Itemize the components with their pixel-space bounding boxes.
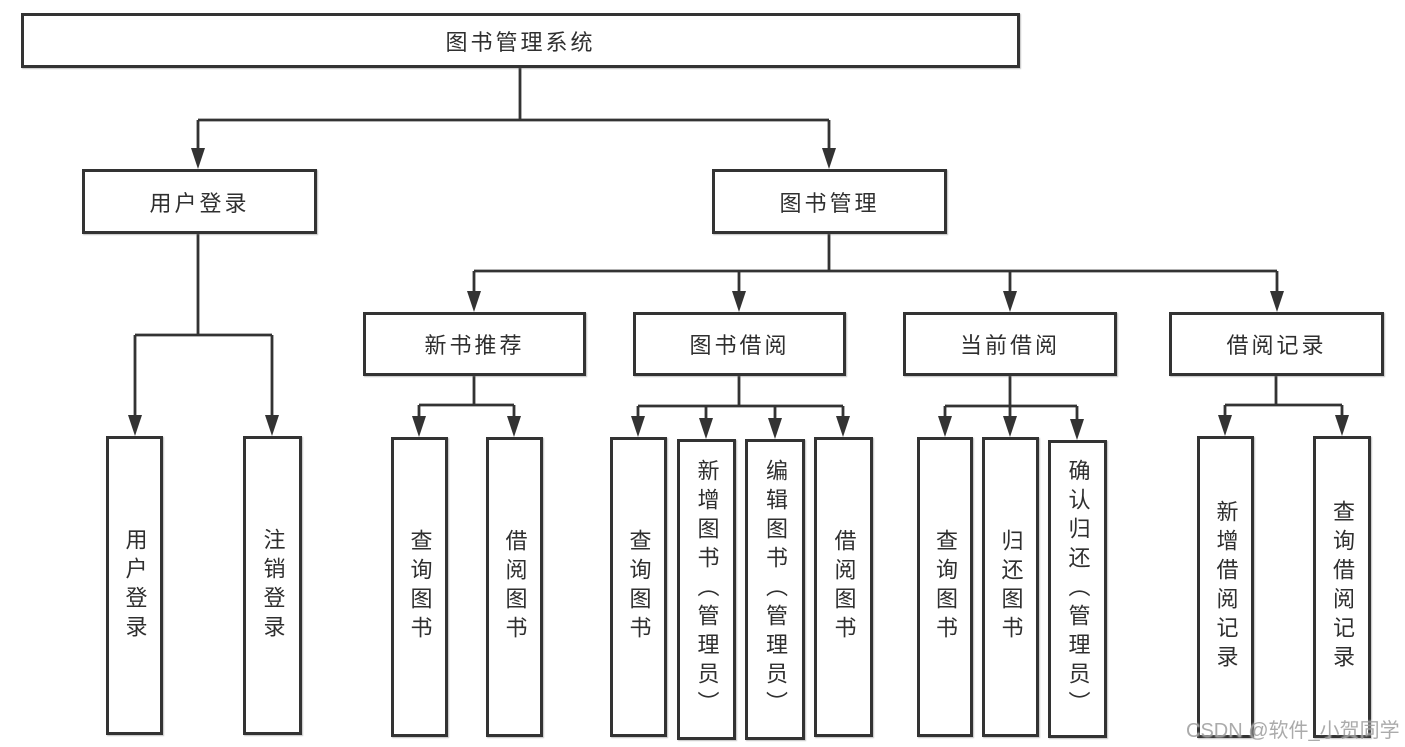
- connector-root: [196, 68, 831, 150]
- node-borrow-records: 借阅记录: [1169, 312, 1384, 376]
- leaf-user-login-label: 用户登录: [122, 527, 148, 644]
- node-book-borrow-label: 图书借阅: [689, 333, 790, 358]
- leaf-logout: 注销登录: [243, 436, 302, 735]
- leaf-edit-books-admin: 编辑图书（管理员）: [745, 439, 805, 740]
- leaf-edit-books-admin-label: 编辑图书（管理员）: [763, 459, 788, 720]
- connector-group-records: [1223, 376, 1344, 417]
- leaf-add-books-admin: 新增图书（管理员）: [677, 439, 736, 740]
- leaf-user-login: 用户登录: [106, 436, 163, 735]
- connector-group-borrow: [636, 376, 845, 420]
- leaf-query-books-g2-label: 查询图书: [626, 529, 652, 645]
- leaf-add-books-admin-label: 新增图书（管理员）: [694, 459, 720, 720]
- leaf-query-books-g1: 查询图书: [391, 437, 448, 737]
- leaf-query-borrow-record: 查询借阅记录: [1313, 436, 1371, 738]
- node-book-mgmt: 图书管理: [712, 169, 947, 234]
- node-new-book-rec-label: 新书推荐: [424, 333, 525, 358]
- connector-group-newbook: [417, 376, 516, 418]
- leaf-confirm-return-admin: 确认归还（管理员）: [1048, 440, 1107, 738]
- node-borrow-records-label: 借阅记录: [1226, 333, 1327, 358]
- node-book-borrow: 图书借阅: [633, 312, 846, 376]
- leaf-query-books-g2: 查询图书: [610, 437, 667, 737]
- leaf-query-books-g3-label: 查询图书: [933, 529, 958, 645]
- leaf-return-books: 归还图书: [982, 437, 1039, 737]
- leaf-query-books-g1-label: 查询图书: [407, 529, 433, 645]
- node-current-borrow: 当前借阅: [903, 312, 1117, 376]
- leaf-add-borrow-record: 新增借阅记录: [1197, 436, 1254, 738]
- node-new-book-rec: 新书推荐: [363, 312, 586, 376]
- node-root: 图书管理系统: [21, 13, 1020, 68]
- leaf-query-books-g3: 查询图书: [917, 437, 973, 737]
- leaf-return-books-label: 归还图书: [998, 529, 1024, 645]
- leaf-borrow-books-g1: 借阅图书: [486, 437, 543, 737]
- leaf-borrow-books-g1-label: 借阅图书: [502, 529, 528, 645]
- connector-group-current: [943, 376, 1079, 421]
- node-current-borrow-label: 当前借阅: [959, 333, 1060, 358]
- leaf-confirm-return-admin-label: 确认归还（管理员）: [1065, 458, 1091, 720]
- leaf-query-borrow-record-label: 查询借阅记录: [1330, 500, 1355, 674]
- connector-book-mgmt: [472, 234, 1279, 293]
- node-book-mgmt-label: 图书管理: [779, 190, 880, 216]
- node-root-label: 图书管理系统: [445, 29, 596, 55]
- csdn-watermark: CSDN @软件_小贺同学: [1186, 720, 1400, 742]
- leaf-borrow-books-g2-label: 借阅图书: [831, 529, 857, 645]
- leaf-logout-label: 注销登录: [260, 527, 286, 644]
- arrowheads: [128, 148, 1349, 440]
- leaf-add-borrow-record-label: 新增借阅记录: [1213, 500, 1239, 674]
- connector-user-login: [133, 234, 274, 418]
- leaf-borrow-books-g2: 借阅图书: [814, 437, 873, 737]
- node-user-login-label: 用户登录: [149, 190, 250, 216]
- node-user-login: 用户登录: [82, 169, 317, 234]
